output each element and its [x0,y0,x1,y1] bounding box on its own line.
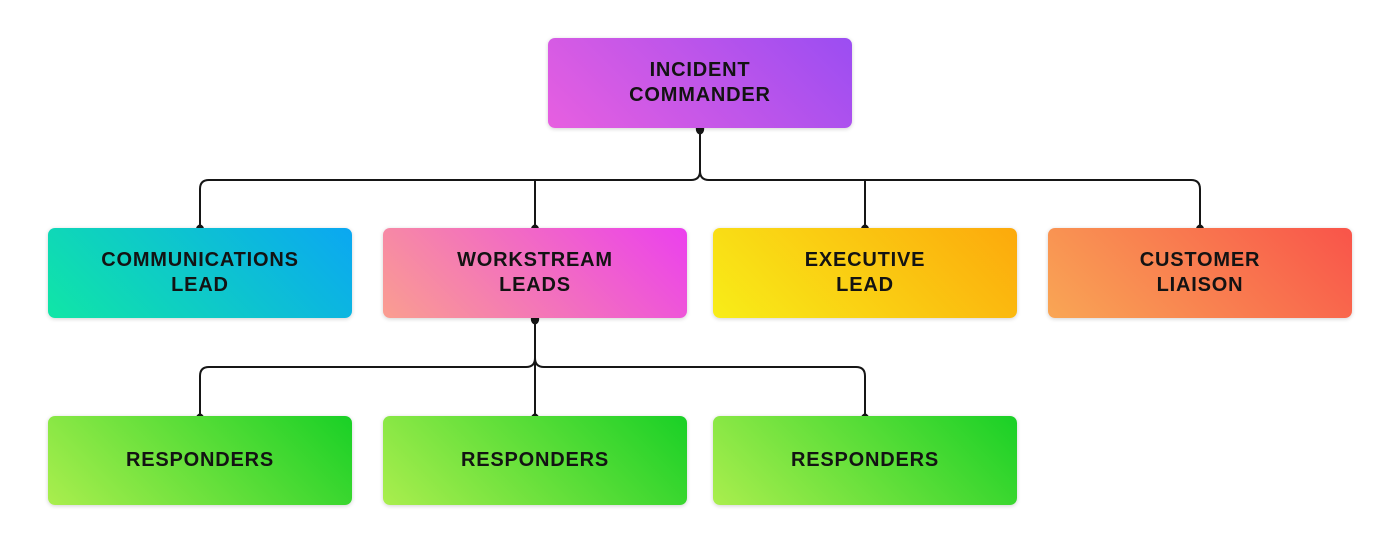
node-label: EXECUTIVE LEAD [804,249,926,296]
node-responders-3: RESPONDERS [713,416,1017,505]
node-label: COMMUNICATIONS LEAD [101,249,299,296]
node-customer-liaison: CUSTOMER LIAISON [1048,228,1352,318]
node-incident-commander: INCIDENT COMMANDER [548,38,852,128]
node-label: WORKSTREAM LEADS [457,249,613,296]
node-responders-2: RESPONDERS [383,416,687,505]
edge-workstream-right [534,357,866,419]
node-workstream-leads: WORKSTREAM LEADS [383,228,687,318]
node-label: RESPONDERS [460,449,610,471]
node-responders-1: RESPONDERS [48,416,352,505]
node-label: INCIDENT COMMANDER [629,59,771,106]
edge-commander-left [199,170,701,230]
node-label: RESPONDERS [125,449,275,471]
edge-workstream-left [199,357,536,419]
edge-commander-right [699,170,1201,230]
node-label: CUSTOMER LIAISON [1139,249,1261,296]
node-communications-lead: COMMUNICATIONS LEAD [48,228,352,318]
node-executive-lead: EXECUTIVE LEAD [713,228,1017,318]
node-label: RESPONDERS [790,449,940,471]
